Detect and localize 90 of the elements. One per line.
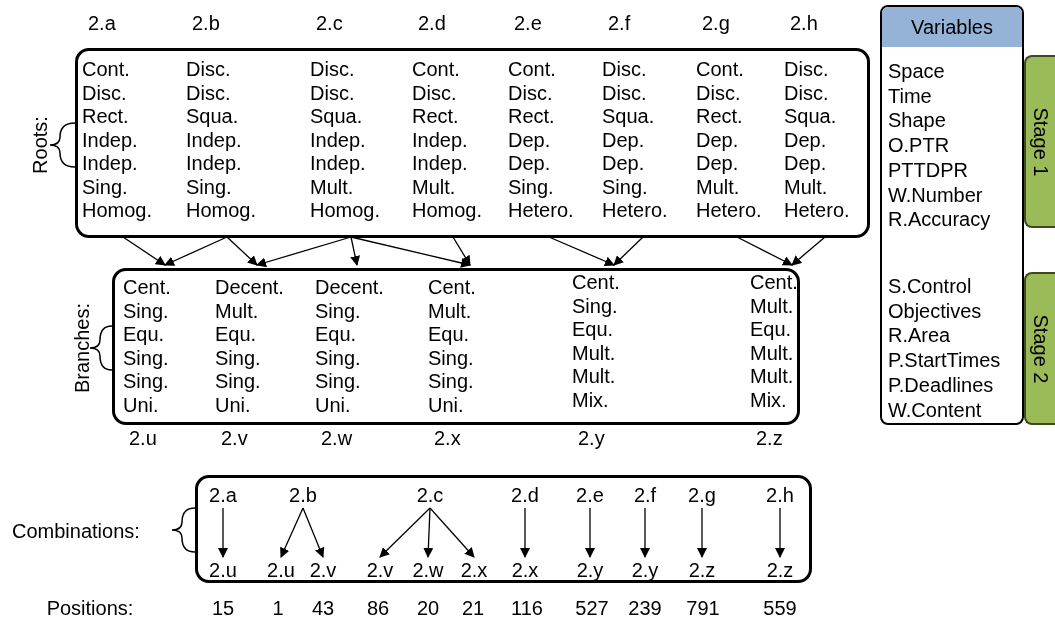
combination-id: 2.z xyxy=(758,557,802,583)
arrow xyxy=(736,236,793,266)
combination-id: 2.z xyxy=(680,557,724,583)
attribute-list: Decent. Mult. Equ. Sing. Sing. Uni. xyxy=(215,276,284,417)
variables-panel xyxy=(880,5,1024,425)
combination-id: 2.u xyxy=(259,557,303,583)
attribute-list: Disc. Disc. Squa. Dep. Dep. Mult. Hetero. xyxy=(784,58,850,223)
arrow xyxy=(423,507,434,558)
stage-tab xyxy=(1024,272,1055,425)
combination-id: 2.a xyxy=(201,482,245,508)
attribute-list: Decent. Sing. Equ. Sing. Sing. Uni. xyxy=(315,276,384,417)
column-id: 2.x xyxy=(434,427,461,449)
attribute-list: Cont. Disc. Rect. Indep. Indep. Mult. Homog. xyxy=(412,58,483,223)
combination-id: 2.h xyxy=(758,482,802,508)
column-id: 2.h xyxy=(790,12,818,34)
combination-id: 2.f xyxy=(623,482,667,508)
combination-id: 2.v xyxy=(358,557,402,583)
arrow xyxy=(218,507,228,558)
arrow xyxy=(791,236,826,266)
attribute-list: Disc. Disc. Squa. Indep. Indep. Mult. Homog. xyxy=(310,58,381,223)
arrow xyxy=(429,507,475,558)
column-id: 2.y xyxy=(578,427,605,449)
attribute-list: Cent. Mult. Equ. Sing. Sing. Uni. xyxy=(428,276,476,417)
combination-id: 2.u xyxy=(201,557,245,583)
attribute-list: Disc. Disc. Squa. Indep. Indep. Sing. Homog. xyxy=(186,58,257,223)
arrow xyxy=(280,507,304,558)
attribute-list: Cont. Disc. Rect. Indep. Indep. Sing. Homog. xyxy=(82,58,153,223)
column-id: 2.f xyxy=(608,12,631,34)
arrow xyxy=(697,507,707,558)
column-id: 2.d xyxy=(418,12,446,34)
panel-header: Variables xyxy=(882,7,1022,47)
position-value: 791 xyxy=(686,597,720,620)
attribute-list: Cent. Sing. Equ. Mult. Mult. Mix. xyxy=(572,271,620,412)
combination-id: 2.y xyxy=(568,557,612,583)
position-value: 527 xyxy=(575,597,609,620)
combination-id: 2.b xyxy=(281,482,325,508)
arrow xyxy=(379,507,431,558)
attribute-list: Cont. Disc. Rect. Dep. Dep. Mult. Hetero. xyxy=(696,58,762,223)
position-value: 15 xyxy=(211,597,235,620)
attribute-list: Cont. Disc. Rect. Dep. Dep. Sing. Hetero. xyxy=(508,58,574,223)
combination-id: 2.w xyxy=(406,557,450,583)
arrow xyxy=(226,236,258,266)
attribute-list: Cent. Sing. Equ. Sing. Sing. Uni. xyxy=(123,276,171,417)
column-id: 2.e xyxy=(514,12,542,34)
arrow xyxy=(350,236,360,266)
combination-id: 2.y xyxy=(623,557,667,583)
row-heading: Branches: xyxy=(71,302,95,394)
arrow xyxy=(122,236,166,266)
arrow xyxy=(585,507,595,558)
column-id: 2.b xyxy=(192,12,220,34)
column-id: 2.v xyxy=(221,427,248,449)
position-value: 21 xyxy=(461,597,485,620)
combination-id: 2.x xyxy=(503,557,547,583)
arrow xyxy=(520,507,530,558)
stage-tab xyxy=(1024,55,1055,228)
combination-id: 2.x xyxy=(452,557,496,583)
row-heading: Roots: xyxy=(29,116,53,174)
column-id: 2.c xyxy=(316,12,343,34)
combination-id: 2.c xyxy=(408,482,452,508)
arrow xyxy=(302,507,325,558)
column-id: 2.g xyxy=(702,12,730,34)
arrow xyxy=(613,236,644,266)
combination-id: 2.e xyxy=(568,482,612,508)
arrow xyxy=(775,507,785,558)
variable-list: S.Control Objectives R.Area P.StartTimes P.Deadlines W.Content xyxy=(888,274,1001,423)
stage-label: Stage 1 xyxy=(1029,107,1053,176)
combination-id: 2.v xyxy=(301,557,345,583)
row-heading: Combinations: xyxy=(12,520,140,544)
position-value: 116 xyxy=(511,597,543,620)
combination-id: 2.g xyxy=(680,482,724,508)
position-value: 86 xyxy=(366,597,390,620)
arrow xyxy=(164,236,228,266)
column-id: 2.w xyxy=(321,427,353,449)
arrow xyxy=(452,236,471,266)
column-id: 2.a xyxy=(88,12,116,34)
column-id: 2.z xyxy=(756,427,783,449)
attribute-list: Disc. Disc. Squa. Dep. Dep. Sing. Hetero. xyxy=(602,58,668,223)
variable-list: Space Time Shape O.PTR PTTDPR W.Number R.Accuracy xyxy=(888,59,991,232)
combination-id: 2.d xyxy=(503,482,547,508)
attribute-list: Cent. Mult. Equ. Mult. Mult. Mix. xyxy=(750,271,798,412)
arrow xyxy=(548,236,615,267)
position-value: 43 xyxy=(311,597,335,620)
position-value: 239 xyxy=(628,597,662,620)
position-value: 20 xyxy=(416,597,440,620)
arrow xyxy=(640,507,650,558)
row-heading: Positions: xyxy=(46,597,134,620)
column-id: 2.u xyxy=(129,427,157,449)
stage-label: Stage 2 xyxy=(1029,314,1053,383)
position-value: 559 xyxy=(763,597,797,620)
position-value: 1 xyxy=(272,597,284,620)
